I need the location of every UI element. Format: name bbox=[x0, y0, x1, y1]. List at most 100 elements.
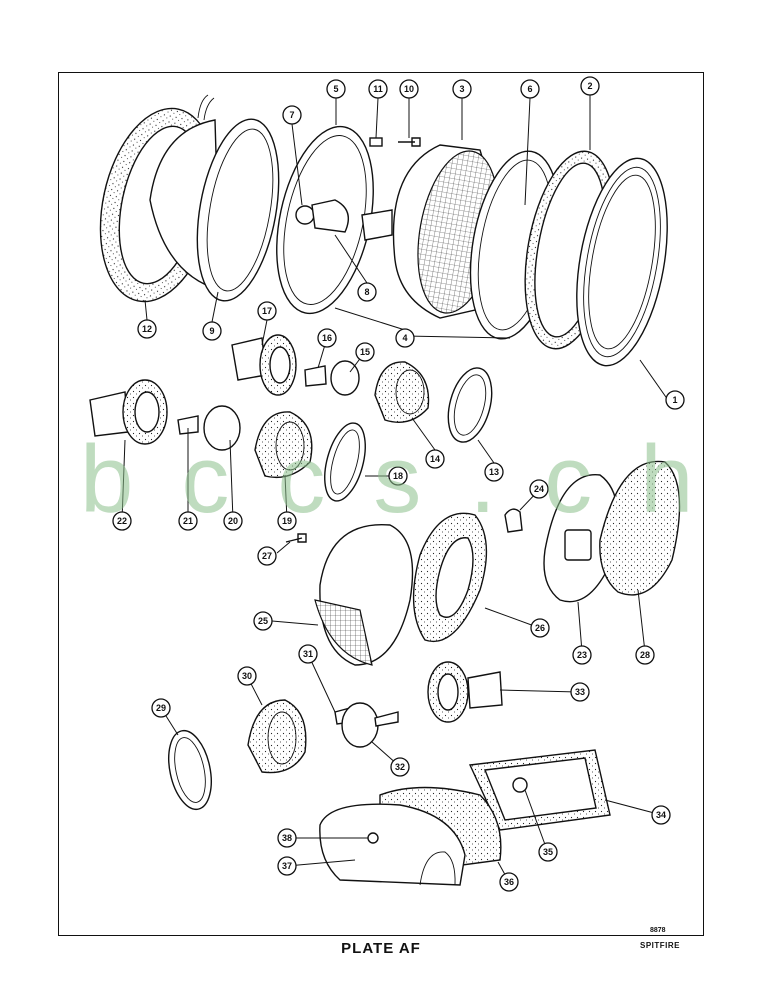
callout-33: 33 bbox=[570, 682, 590, 702]
part-11-screw bbox=[369, 137, 383, 147]
callout-1-label: 1 bbox=[672, 395, 677, 405]
callout-37-label: 37 bbox=[282, 861, 292, 871]
callout-28-label: 28 bbox=[640, 650, 650, 660]
part-18-seal bbox=[324, 422, 366, 502]
part-9-headlamp-bowl bbox=[149, 94, 280, 302]
callout-9: 9 bbox=[202, 321, 222, 341]
callout-35-label: 35 bbox=[543, 847, 553, 857]
part-7-bulb-holder bbox=[295, 205, 315, 225]
callout-36-label: 36 bbox=[504, 877, 514, 887]
callout-7-label: 7 bbox=[289, 110, 294, 120]
callout-34: 34 bbox=[651, 805, 671, 825]
part-28-gasket bbox=[599, 460, 681, 596]
callout-4: 4 bbox=[395, 328, 415, 348]
callout-13: 13 bbox=[484, 462, 504, 482]
callout-30: 30 bbox=[237, 666, 257, 686]
callout-20: 20 bbox=[223, 511, 243, 531]
callout-23: 23 bbox=[572, 645, 592, 665]
callout-3-label: 3 bbox=[459, 84, 464, 94]
callout-4-label: 4 bbox=[402, 333, 407, 343]
callout-33-label: 33 bbox=[575, 687, 585, 697]
callout-9-label: 9 bbox=[209, 326, 214, 336]
callout-17-label: 17 bbox=[262, 306, 272, 316]
callout-6-label: 6 bbox=[527, 84, 532, 94]
callout-16-label: 16 bbox=[322, 333, 332, 343]
callout-26: 26 bbox=[530, 618, 550, 638]
callout-27-label: 27 bbox=[262, 551, 272, 561]
plate-title: PLATE AF bbox=[341, 940, 421, 957]
part-13-seal bbox=[447, 367, 493, 443]
callout-21: 21 bbox=[178, 511, 198, 531]
part-38-screw bbox=[367, 832, 379, 844]
callout-29-label: 29 bbox=[156, 703, 166, 713]
callout-14-label: 14 bbox=[430, 454, 440, 464]
part-24-bulb bbox=[504, 508, 523, 533]
callout-24: 24 bbox=[529, 479, 549, 499]
callout-20-label: 20 bbox=[228, 516, 238, 526]
part-20-bulb-holder bbox=[203, 405, 241, 451]
callout-31-label: 31 bbox=[303, 649, 313, 659]
part-10-screw bbox=[398, 137, 421, 147]
part-21-bulb bbox=[177, 415, 199, 435]
callout-15-label: 15 bbox=[360, 347, 370, 357]
part-29-seal bbox=[168, 729, 212, 811]
callout-19-label: 19 bbox=[282, 516, 292, 526]
callout-14: 14 bbox=[425, 449, 445, 469]
part-14-lens bbox=[374, 361, 430, 423]
callout-5-label: 5 bbox=[333, 84, 338, 94]
callout-12-label: 12 bbox=[142, 324, 152, 334]
callout-29: 29 bbox=[151, 698, 171, 718]
callout-21-label: 21 bbox=[183, 516, 193, 526]
callout-32-label: 32 bbox=[395, 762, 405, 772]
callout-23-label: 23 bbox=[577, 650, 587, 660]
callout-7: 7 bbox=[282, 105, 302, 125]
callout-32: 32 bbox=[390, 757, 410, 777]
callout-8-label: 8 bbox=[364, 287, 369, 297]
plate-code: 8878 bbox=[650, 927, 666, 934]
callout-10: 10 bbox=[399, 79, 419, 99]
callout-19: 19 bbox=[277, 511, 297, 531]
part-1-outer-rim bbox=[576, 157, 668, 367]
callout-38-label: 38 bbox=[282, 833, 292, 843]
callout-2: 2 bbox=[580, 76, 600, 96]
callout-2-label: 2 bbox=[587, 81, 592, 91]
callout-34-label: 34 bbox=[656, 810, 666, 820]
part-17-lamp-body bbox=[231, 334, 297, 396]
callout-1: 1 bbox=[665, 390, 685, 410]
callout-12: 12 bbox=[137, 319, 157, 339]
callout-25: 25 bbox=[253, 611, 273, 631]
part-8-bulb bbox=[311, 199, 349, 233]
part-27-screw bbox=[285, 533, 307, 543]
callout-25-label: 25 bbox=[258, 616, 268, 626]
model-name: SPITFIRE bbox=[640, 941, 681, 950]
watermark: bccs.ch bbox=[80, 426, 742, 533]
part-19-lens bbox=[254, 411, 313, 479]
part-34-lamp-plinth bbox=[468, 749, 611, 831]
callout-26-label: 26 bbox=[535, 623, 545, 633]
part-26-gasket bbox=[412, 512, 488, 642]
part-16-bulb-holder bbox=[304, 365, 327, 387]
callout-3: 3 bbox=[452, 79, 472, 99]
part-35-bulb-holder bbox=[512, 777, 528, 793]
callout-5: 5 bbox=[326, 79, 346, 99]
callout-37: 37 bbox=[277, 856, 297, 876]
callout-28: 28 bbox=[635, 645, 655, 665]
callout-11: 11 bbox=[368, 79, 388, 99]
callout-8: 8 bbox=[357, 282, 377, 302]
drawing-frame bbox=[58, 72, 704, 936]
callout-22: 22 bbox=[112, 511, 132, 531]
callout-17: 17 bbox=[257, 301, 277, 321]
callout-16: 16 bbox=[317, 328, 337, 348]
callout-22-label: 22 bbox=[117, 516, 127, 526]
callout-31: 31 bbox=[298, 644, 318, 664]
callout-10-label: 10 bbox=[404, 84, 414, 94]
part-22-lamp-body bbox=[89, 379, 168, 445]
callout-36: 36 bbox=[499, 872, 519, 892]
part-32-bulb-holder bbox=[341, 702, 399, 748]
callout-24-label: 24 bbox=[534, 484, 544, 494]
callout-11-label: 11 bbox=[373, 84, 383, 94]
callout-15: 15 bbox=[355, 342, 375, 362]
part-30-lens bbox=[247, 699, 307, 774]
part-25-lamp-lens bbox=[314, 523, 414, 666]
